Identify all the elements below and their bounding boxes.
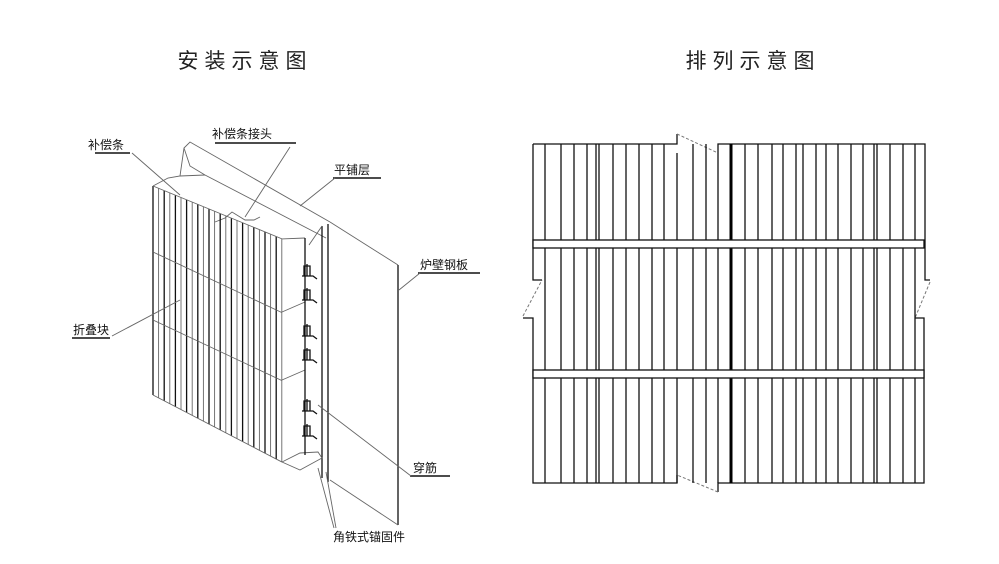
block-seam [152, 319, 283, 382]
label-folding-block: 折叠块 [73, 322, 109, 337]
arrangement-diagram-title: 排列示意图 [686, 49, 821, 73]
folding-block-strips [152, 185, 306, 463]
furnace-wall-plate [329, 221, 399, 526]
strip-bottom-edge [152, 394, 283, 463]
label-furnace-wall-plate: 炉壁钢板 [420, 257, 468, 272]
anchor-bolts [302, 264, 318, 440]
block-seam-side [281, 301, 306, 313]
anchor-bolt-icon [302, 288, 318, 304]
anchor-bolt-icon [302, 348, 318, 364]
label-flat-layer: 平铺层 [334, 163, 370, 177]
installation-diagram: 补偿条 补偿条接头 平铺层 炉壁钢板 折叠块 穿筋 角铁式锚固件 [72, 126, 480, 544]
label-angle-anchor: 角铁式锚固件 [333, 529, 405, 544]
installation-diagram-title: 安装示意图 [178, 49, 313, 73]
block-seam [152, 251, 283, 314]
anchor-bolt-icon [302, 424, 318, 440]
arrangement-strips [544, 144, 916, 483]
compensation-strip-top [152, 141, 331, 239]
anchor-bolt-icon [302, 264, 318, 280]
angle-anchor-plates [281, 224, 329, 482]
leader-lines [72, 142, 480, 529]
block-seam-side [281, 369, 306, 381]
side-top-edge [281, 237, 306, 240]
label-threaded-bar: 穿筋 [413, 460, 437, 475]
anchor-bolt-icon [302, 324, 318, 340]
strip-top-edge [152, 185, 283, 240]
label-compensation-joint: 补偿条接头 [212, 126, 272, 141]
arrangement-diagram [522, 133, 931, 493]
label-compensation-strip: 补偿条 [88, 137, 124, 152]
row-gap-1 [532, 239, 925, 249]
anchor-bolt-icon [302, 399, 318, 415]
row-gap-2 [532, 369, 925, 379]
